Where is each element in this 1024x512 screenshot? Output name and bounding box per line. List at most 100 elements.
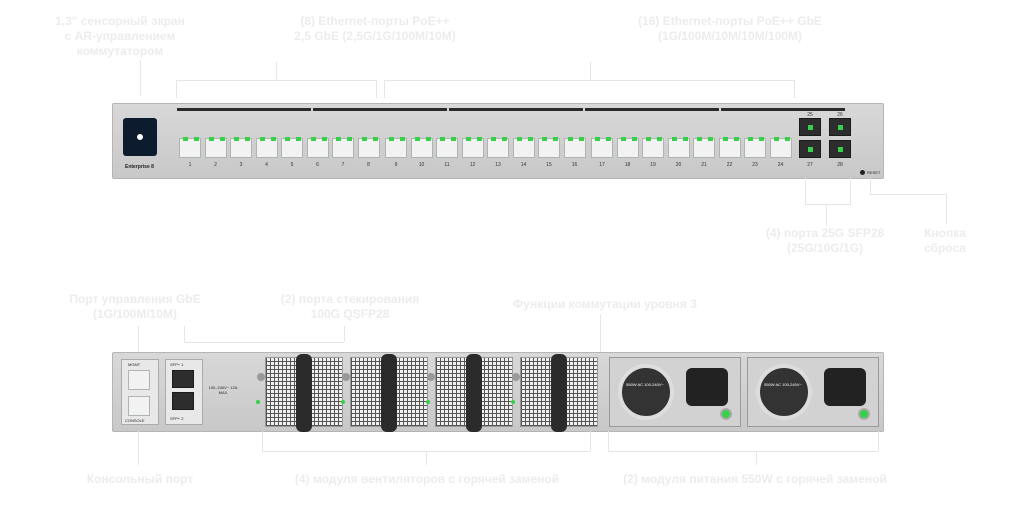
rj45-port[interactable] (616, 137, 639, 158)
leader-line (176, 80, 376, 81)
power-socket[interactable] (824, 368, 866, 406)
rj45-port[interactable] (642, 137, 664, 158)
rj45-port[interactable] (436, 137, 458, 158)
link-led (697, 137, 702, 141)
rj45-port[interactable] (512, 137, 535, 158)
port-number: 11 (444, 162, 450, 168)
link-led (578, 137, 584, 141)
sfp28-port[interactable] (799, 118, 821, 136)
rj45-port[interactable] (306, 137, 329, 158)
rj45-port[interactable] (487, 137, 509, 158)
link-led (553, 137, 558, 141)
link-led (595, 137, 600, 141)
link-led (389, 137, 394, 141)
status-led (341, 400, 345, 404)
qsfp28-port-2[interactable] (172, 392, 194, 410)
rj45-port[interactable] (410, 137, 433, 158)
annotation-gbe-ports: (16) Ethernet-порты PoE++ GbE (1G/100M/1… (638, 14, 822, 43)
link-led (773, 137, 779, 141)
rj45-port[interactable] (332, 137, 354, 158)
qsfp28-port-1[interactable] (172, 370, 194, 388)
link-led (259, 137, 265, 141)
link-led (733, 137, 739, 141)
port-number: 26 (837, 112, 843, 118)
mgmt-console-module: MGMT CONSOLE (121, 359, 159, 425)
screw (512, 373, 520, 381)
psu-module-1[interactable]: 550W AC 100-240V~ (609, 357, 741, 427)
annotation-touch-screen: 1,3" сенсорный экран с AR-управлением ко… (55, 14, 185, 58)
fan-module-3[interactable] (426, 354, 513, 432)
link-led (682, 137, 688, 141)
rj45-port[interactable] (385, 137, 407, 158)
port-number: 6 (316, 162, 319, 168)
link-led (400, 137, 405, 141)
screw (427, 373, 435, 381)
psu-module-2[interactable]: 550W AC 100-240V~ (747, 357, 879, 427)
sfp28-port[interactable] (829, 140, 851, 158)
rj45-port[interactable] (591, 137, 613, 158)
fan-handle[interactable] (381, 354, 397, 432)
mgmt-port[interactable] (128, 370, 150, 390)
fan-handle[interactable] (551, 354, 567, 432)
rj45-port[interactable] (230, 137, 252, 158)
leader-line (184, 342, 344, 343)
power-socket[interactable] (686, 368, 728, 406)
link-led (838, 147, 843, 152)
link-led (219, 137, 225, 141)
rj45-port[interactable] (255, 137, 278, 158)
link-led (516, 137, 522, 141)
fan-module-1[interactable] (256, 354, 343, 432)
panel-divider (585, 108, 719, 111)
fan-handle[interactable] (466, 354, 482, 432)
leader-line (600, 314, 601, 352)
leader-line (805, 204, 851, 205)
link-led (784, 137, 790, 141)
rj45-port[interactable] (563, 137, 586, 158)
rj45-port[interactable] (667, 137, 690, 158)
port-number: 8 (367, 162, 370, 168)
status-led (256, 400, 260, 404)
panel-divider (721, 108, 845, 111)
psu-label: 550W AC 100-240V~ (764, 382, 802, 387)
port-number: 14 (520, 162, 527, 168)
port-number: 7 (341, 162, 345, 168)
annotation-mgmt-port: Порт управления GbE (1G/100M/10M) (69, 292, 201, 321)
port-number: 3 (239, 162, 243, 168)
link-led (208, 137, 214, 141)
rj45-port[interactable] (769, 137, 792, 158)
rj45-port[interactable] (718, 137, 741, 158)
leader-line (878, 431, 879, 451)
link-led (336, 137, 341, 141)
rj45-port[interactable] (461, 137, 484, 158)
leader-line (608, 451, 878, 452)
touch-screen[interactable] (123, 118, 157, 156)
fan-handle[interactable] (296, 354, 312, 432)
rj45-port[interactable] (281, 137, 303, 158)
psu-fan-icon (618, 364, 674, 420)
rj45-port[interactable] (538, 137, 560, 158)
rj45-port[interactable] (693, 137, 715, 158)
rj45-port[interactable] (179, 137, 201, 158)
fan-module-2[interactable] (341, 354, 428, 432)
rj45-port[interactable] (357, 137, 380, 158)
sfp28-port[interactable] (829, 118, 851, 136)
leader-line (870, 178, 871, 194)
leader-line (276, 62, 277, 80)
link-led (759, 137, 764, 141)
psu-fan-icon (756, 364, 812, 420)
rj45-port[interactable] (744, 137, 766, 158)
model-label: Enterprise 8 (125, 164, 154, 170)
console-port[interactable] (128, 396, 150, 416)
link-led (414, 137, 420, 141)
sfp28-port[interactable] (799, 140, 821, 158)
leader-line (384, 80, 794, 81)
rj45-port[interactable] (204, 137, 227, 158)
leader-line (590, 62, 591, 80)
status-led (426, 400, 430, 404)
link-led (451, 137, 456, 141)
link-led (245, 137, 250, 141)
reset-button[interactable] (860, 170, 865, 175)
fan-module-4[interactable] (511, 354, 598, 432)
port-number: 24 (777, 162, 784, 168)
port-number: 22 (726, 162, 733, 168)
